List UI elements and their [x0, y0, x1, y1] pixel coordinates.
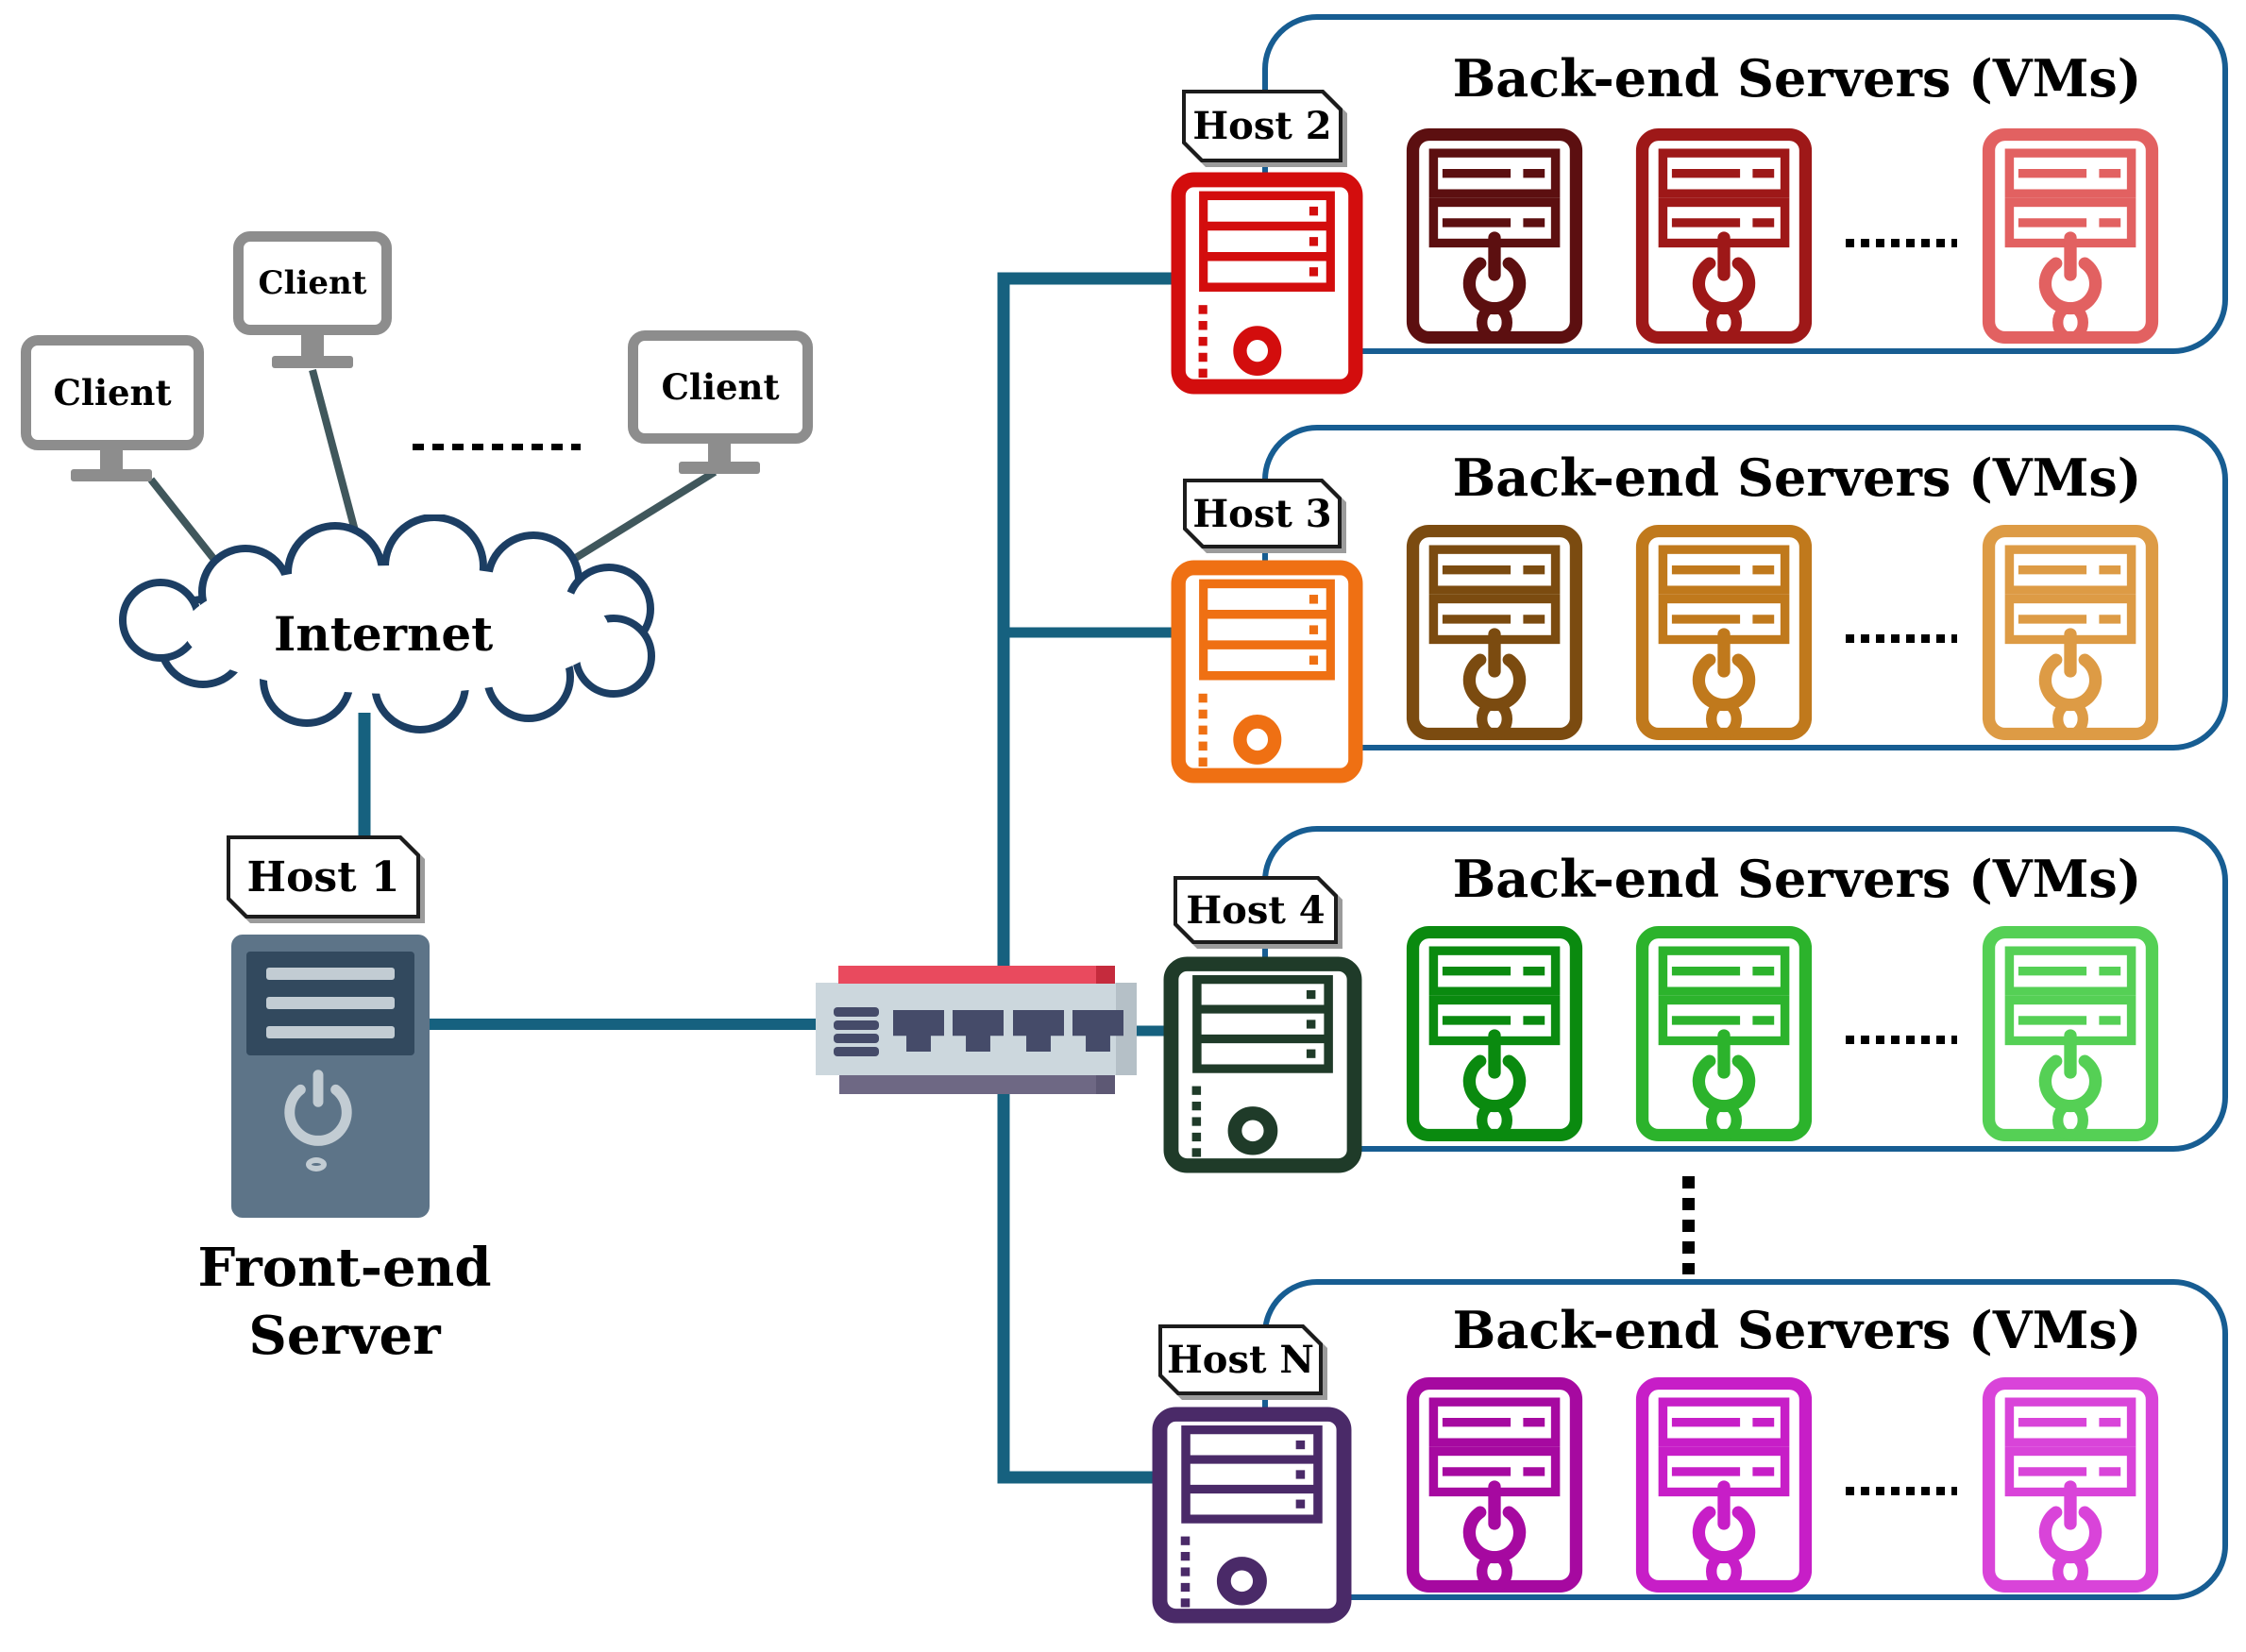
host2-tag: Host 2	[1182, 90, 1343, 162]
switch-trunk-line	[997, 272, 1175, 1484]
switch-vent	[834, 1034, 879, 1043]
drive-bar	[266, 968, 395, 980]
group-continuation-ellipsis	[1682, 1176, 1695, 1274]
vm-ellipsis	[1846, 1036, 1957, 1044]
server-panel	[246, 952, 414, 1055]
switch-vent	[834, 1020, 879, 1030]
vm-server-icon	[1634, 1377, 1814, 1593]
backend-group-host3: Back-end Servers (VMs)	[1262, 425, 2228, 750]
host1-tag: Host 1	[227, 835, 420, 919]
host2-tag-label: Host 2	[1192, 104, 1332, 148]
hostN-tag-label: Host N	[1167, 1338, 1314, 1382]
vm-server-icon	[1405, 1377, 1584, 1593]
host1-tag-label: Host 1	[246, 852, 400, 902]
backend-group-hostN: Back-end Servers (VMs)	[1262, 1279, 2228, 1600]
backend-group-host4: Back-end Servers (VMs)	[1262, 826, 2228, 1152]
switch-bottom-stripe	[839, 1075, 1115, 1094]
client-ellipsis	[413, 444, 581, 450]
vm-server-icon	[1981, 1377, 2160, 1593]
tag-fill	[1186, 93, 1339, 159]
switch-vent	[834, 1007, 879, 1017]
drive-bar	[266, 997, 395, 1009]
power-led	[306, 1157, 327, 1172]
backend-group-title: Back-end Servers (VMs)	[1452, 849, 2142, 909]
internet-cloud	[119, 514, 655, 733]
monitor-stand-base	[272, 356, 353, 368]
client-label: Client	[661, 366, 780, 408]
hostN-server-icon	[1152, 1407, 1352, 1624]
client-label: Client	[53, 372, 172, 413]
monitor-stand	[301, 335, 324, 356]
client-monitor: Client	[233, 231, 392, 335]
backend-group-title: Back-end Servers (VMs)	[1452, 48, 2142, 109]
monitor-stand	[708, 444, 731, 462]
switch-top-stripe	[838, 966, 1115, 984]
switch-body-edge	[1116, 983, 1137, 1075]
vm-server-icon	[1405, 926, 1584, 1141]
client-monitor: Client	[21, 335, 204, 450]
switch-vent	[834, 1047, 879, 1056]
host4-tag-label: Host 4	[1186, 887, 1326, 933]
client-label: Client	[258, 264, 367, 302]
power-icon	[279, 1069, 358, 1148]
tag-fill	[230, 839, 416, 915]
host4-server-icon	[1163, 956, 1362, 1173]
vm-server-icon	[1634, 128, 1814, 344]
front-end-label-line2: Server	[248, 1304, 441, 1367]
vm-server-icon	[1634, 926, 1814, 1141]
front-end-server-icon	[231, 935, 430, 1218]
backend-group-title: Back-end Servers (VMs)	[1452, 1300, 2142, 1360]
vm-server-icon	[1981, 926, 2160, 1141]
network-switch	[816, 966, 1137, 1094]
drive-bar	[266, 1026, 395, 1038]
front-end-server-label: Front-end Server	[142, 1235, 548, 1370]
monitor-stand-base	[679, 462, 760, 474]
monitor-stand	[100, 450, 123, 469]
switch-bottom-stripe-end	[1096, 1075, 1115, 1094]
front-end-label-line1: Front-end	[197, 1237, 492, 1299]
backend-group-title: Back-end Servers (VMs)	[1452, 447, 2142, 508]
backend-group-host2: Back-end Servers (VMs)	[1262, 14, 2228, 354]
tag-fill	[1162, 1328, 1319, 1391]
host4-tag: Host 4	[1174, 876, 1338, 944]
vm-server-icon	[1981, 525, 2160, 740]
vm-server-icon	[1634, 525, 1814, 740]
internet-label: Internet	[274, 606, 494, 662]
tag-fill	[1187, 482, 1338, 545]
host3-server-icon	[1171, 560, 1363, 784]
host3-tag: Host 3	[1183, 479, 1342, 548]
vm-ellipsis	[1846, 634, 1957, 643]
tag-fill	[1177, 880, 1334, 940]
host2-server-icon	[1171, 172, 1363, 395]
host3-tag-label: Host 3	[1192, 491, 1332, 536]
switch-top-stripe-end	[1096, 966, 1115, 984]
vm-ellipsis	[1846, 1487, 1957, 1495]
vm-server-icon	[1981, 128, 2160, 344]
vm-server-icon	[1405, 525, 1584, 740]
vm-ellipsis	[1846, 239, 1957, 247]
monitor-stand-base	[71, 469, 152, 481]
hostN-tag: Host N	[1158, 1324, 1323, 1395]
client-monitor: Client	[628, 330, 813, 444]
vm-server-icon	[1405, 128, 1584, 344]
